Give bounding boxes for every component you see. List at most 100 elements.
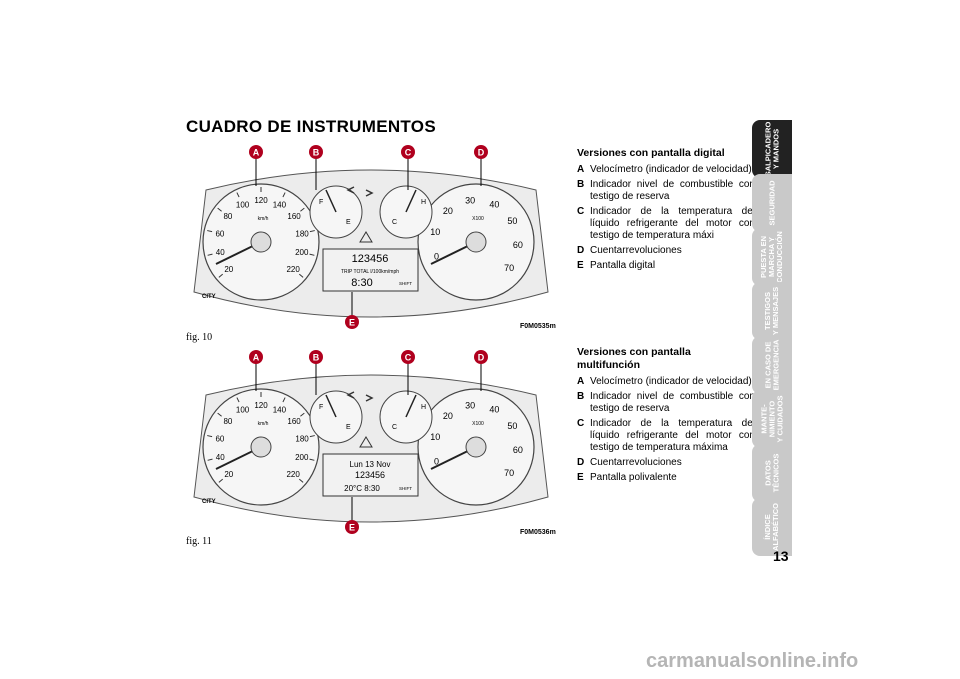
rpm-tick-label: 0 [434, 456, 439, 466]
temp-cold-label: C [392, 424, 397, 431]
fuel-needle [325, 394, 337, 418]
callout-letter: D [478, 353, 485, 363]
speed-tick [218, 273, 224, 278]
display-line-3: 8:30 [351, 277, 372, 289]
callout-badge [401, 350, 415, 364]
chapter-tab[interactable]: EN CASO DE EMERGENCIA [752, 336, 792, 394]
speed-tick-label: 200 [295, 453, 309, 462]
callout-letter: A [253, 148, 260, 158]
shift-label: SHIFT [399, 281, 412, 286]
legend-text: Velocímetro (indicador de velocidad) [590, 376, 752, 387]
callout-letter: C [405, 148, 412, 158]
speed-tick-label: 20 [224, 265, 233, 274]
rpm-tick-label: 10 [430, 432, 440, 442]
legend-multifunction: Versiones con pantalla multifunción A Vel… [577, 346, 755, 487]
speed-tick-label: 120 [254, 401, 268, 410]
rpm-tick-label: 60 [513, 445, 523, 455]
speed-unit: km/h [258, 216, 269, 222]
callout-letter: D [478, 148, 485, 158]
speed-tick [217, 412, 222, 417]
fuel-empty-label: E [346, 219, 351, 226]
legend-text: Indicador de la temperatura del líquido … [590, 206, 755, 241]
chapter-tab[interactable]: MANTE- NIMIENTO Y CUIDADOS [752, 390, 792, 448]
legend-key: A [577, 376, 585, 387]
speed-tick [207, 230, 213, 233]
speed-tick-label: 60 [215, 434, 224, 443]
callout-letter: B [313, 353, 320, 363]
callout-badge [345, 315, 359, 329]
fuel-needle [325, 189, 337, 213]
chapter-tab-label: EN CASO DE EMERGENCIA [763, 339, 780, 391]
speed-tick-label: 100 [236, 405, 250, 414]
display-line-1: Lun 13 Nov [350, 460, 391, 469]
speed-tick [298, 273, 304, 278]
rpm-tick-label: 10 [430, 227, 440, 237]
speed-tick [300, 207, 305, 212]
legend-key: A [577, 164, 585, 175]
chapter-tab-label: SALPICADERO Y MANDOS [763, 121, 780, 177]
callout-letter: A [253, 353, 260, 363]
chapter-tab[interactable]: ÍNDICE ALFABÉTICO [752, 498, 792, 556]
city-label: CITY [202, 294, 216, 300]
legend-key: D [577, 457, 585, 468]
page-number: 13 [773, 548, 789, 564]
chapter-tab[interactable]: PUESTA EN MARCHA Y CONDUCCIÓN [752, 228, 792, 286]
callout-letter: E [349, 318, 355, 328]
watermark: carmanualsonline.info [646, 650, 859, 672]
city-label: CITY [202, 499, 216, 505]
legend-text: Pantalla digital [590, 260, 656, 271]
temp-needle [405, 394, 417, 418]
speed-hub [250, 436, 272, 458]
speed-tick [309, 458, 315, 461]
speed-tick [207, 253, 213, 256]
shift-label: SHIFT [399, 486, 412, 491]
callout-badge [401, 145, 415, 159]
speed-tick [298, 478, 304, 483]
chapter-tab[interactable]: TESTIGOS Y MENSAJES [752, 282, 792, 340]
figure-label: fig. 10 [186, 332, 213, 343]
callout-badge [474, 350, 488, 364]
callout-badge [309, 145, 323, 159]
turn-signal-icon [346, 186, 374, 197]
section-heading: Versiones con pantalla multifunción [577, 346, 691, 371]
speed-tick [218, 478, 224, 483]
speed-tick-label: 80 [223, 212, 232, 221]
speed-tick [282, 397, 286, 403]
speed-tick-label: 220 [286, 470, 300, 479]
speed-tick-label: 120 [254, 196, 268, 205]
speed-tick [236, 192, 240, 198]
chapter-tab-label: TESTIGOS Y MENSAJES [763, 286, 780, 336]
speed-tick [309, 435, 315, 438]
fuel-full-label: F [319, 199, 323, 206]
speed-tick-label: 160 [287, 212, 301, 221]
speed-tick [300, 412, 305, 417]
chapter-tab[interactable]: SEGURIDAD [752, 174, 792, 232]
chapter-tab[interactable]: DATOS TÉCNICOS [752, 444, 792, 502]
display-line-3: 20°C 8:30 [344, 484, 380, 493]
legend-text: Indicador nivel de combustible con testi… [590, 391, 755, 414]
speed-tick-label: 40 [216, 248, 225, 257]
temp-needle [405, 189, 417, 213]
rpm-hub [465, 436, 487, 458]
callout-letter: E [349, 523, 355, 533]
legend-key: C [577, 206, 585, 217]
callout-badge [345, 520, 359, 534]
fuel-full-label: F [319, 404, 323, 411]
rpm-tick-label: 70 [504, 263, 514, 273]
speed-tick-label: 20 [224, 470, 233, 479]
speed-hub [250, 231, 272, 253]
rpm-tick-label: 30 [465, 195, 475, 205]
chapter-tab-label: ÍNDICE ALFABÉTICO [763, 503, 781, 551]
callout-badge [249, 350, 263, 364]
rpm-tick-label: 20 [443, 411, 453, 421]
temp-cold-label: C [392, 219, 397, 226]
rpm-tick-label: 60 [513, 240, 523, 250]
chapter-tab[interactable]: SALPICADERO Y MANDOS [752, 120, 792, 178]
rpm-tick-label: 70 [504, 468, 514, 478]
